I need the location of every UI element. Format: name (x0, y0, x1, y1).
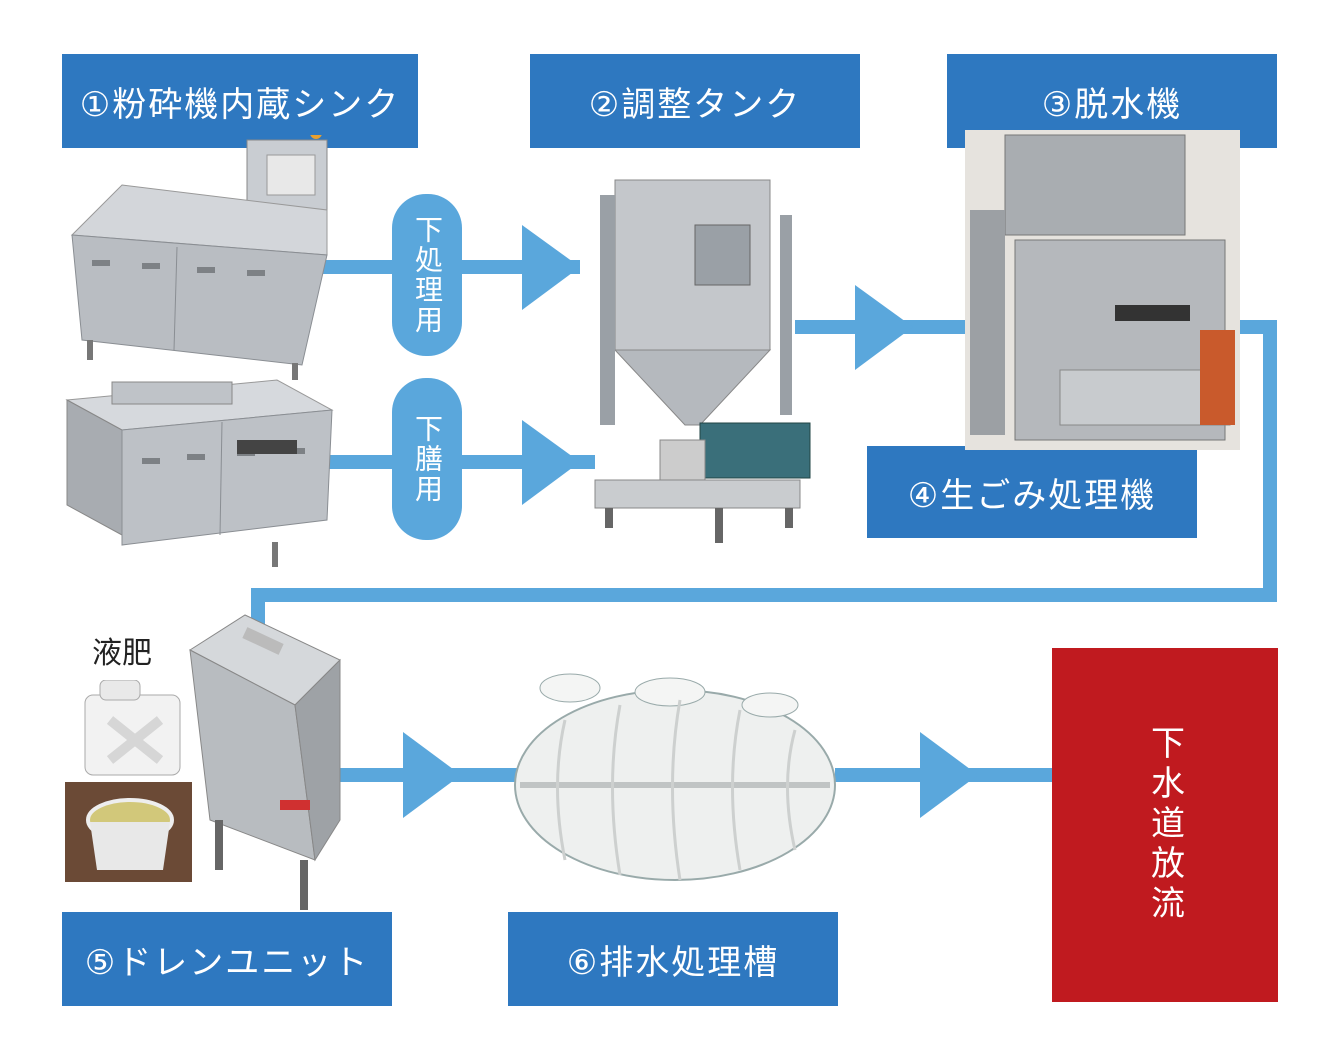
step-garbage-label: ④生ごみ処理機 (907, 475, 1157, 516)
arrow-icon (522, 225, 580, 310)
flow-line-to-drain (251, 320, 1277, 625)
step-wastewater-label: ⑥排水処理槽 (566, 942, 780, 983)
drain-unit-image (189, 614, 341, 910)
fertilizer-bucket-image (65, 782, 192, 882)
arrow-icon (920, 732, 978, 818)
sink-serving-image (65, 379, 334, 567)
step-drain-box: ⑤ドレンユニット (62, 912, 392, 1006)
step-wastewater-box: ⑥排水処理槽 (508, 912, 838, 1006)
wastewater-tank-image (514, 673, 836, 881)
liquid-fertilizer-label: 液肥 (92, 636, 152, 671)
arrow-icon (522, 420, 580, 505)
step-garbage-box: ④生ごみ処理機 (867, 446, 1197, 538)
arrow-icon (855, 285, 913, 370)
step-sewer-box: 下水道放流 (1052, 648, 1278, 1002)
step-tank-box: ②調整タンク (530, 54, 860, 148)
pretreatment-pill: 下処理用 (392, 194, 462, 356)
step-dehydrator-label: ③脱水機 (1041, 84, 1183, 125)
step-tank-label: ②調整タンク (588, 84, 802, 125)
sink-grinder-image (70, 135, 328, 380)
step-sink-box: ①粉砕機内蔵シンク (62, 54, 418, 148)
step-sewer-label: 下水道放流 (1144, 725, 1185, 925)
step-sink-label: ①粉砕機内蔵シンク (79, 84, 401, 125)
fertilizer-can-image (84, 680, 181, 776)
serving-label: 下膳用 (411, 414, 444, 504)
arrow-icon (403, 732, 461, 818)
adjustment-tank-image (594, 179, 811, 543)
pretreatment-label: 下処理用 (411, 215, 444, 335)
dehydrator-image (965, 130, 1240, 450)
serving-pill: 下膳用 (392, 378, 462, 540)
step-drain-label: ⑤ドレンユニット (84, 942, 370, 983)
